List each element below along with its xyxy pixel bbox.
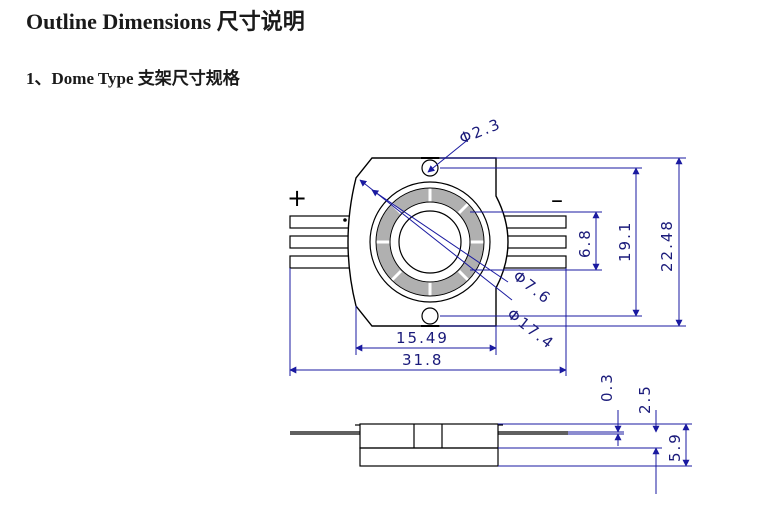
body-diameter-label: Φ17.4 [504, 305, 559, 353]
ring-height-label: 6.8 [576, 228, 594, 258]
hole-pitch-label: 19.1 [616, 221, 634, 262]
bottom-mounting-hole [421, 307, 439, 325]
minus-polarity-label: – [551, 186, 563, 214]
left-leads [289, 215, 357, 269]
body-width-label: 15.49 [396, 329, 449, 347]
plus-polarity-label: + [287, 184, 307, 212]
side-view-dimension-labels: 0.3 2.5 5.9 [598, 372, 684, 462]
polarity-dot [343, 218, 347, 222]
lens-inner-circle [398, 210, 462, 274]
side-view [290, 423, 568, 467]
overall-width-label: 31.8 [402, 351, 443, 369]
side-body-upper [359, 423, 499, 449]
overall-height-label: 22.48 [658, 219, 676, 272]
lead-offset-label: 2.5 [636, 384, 654, 414]
page-title: Outline Dimensions 尺寸说明 [26, 9, 305, 34]
hole-diameter-label: Φ2.3 [457, 115, 504, 148]
lens-inner-diameter-label: Φ7.6 [510, 267, 555, 308]
lens-outer-circle [369, 181, 491, 303]
side-body-lower [359, 447, 499, 467]
top-view: + – [287, 157, 567, 327]
side-view-dimension-lines [498, 410, 692, 494]
top-mounting-hole [421, 159, 439, 177]
overall-thickness-label: 5.9 [666, 432, 684, 462]
top-view-dimension-lines [289, 137, 686, 376]
lead-thickness-label: 0.3 [598, 372, 616, 402]
grey-ring [375, 187, 485, 297]
section-title: 1、Dome Type 支架尺寸规格 [26, 69, 240, 88]
